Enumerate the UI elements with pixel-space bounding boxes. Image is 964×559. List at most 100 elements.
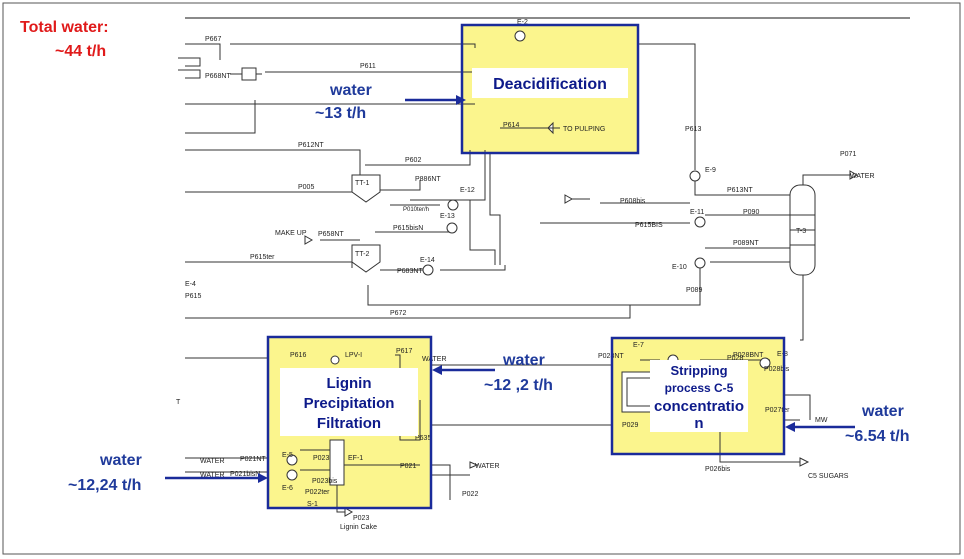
stream-p615: P615 [185, 293, 201, 300]
stream-p886nt: P886NT [415, 176, 441, 183]
total-water-label: Total water: [20, 19, 109, 36]
deacidification-label-bg [472, 68, 628, 98]
lignin-label-line3: Filtration [317, 415, 381, 432]
lignin-box [266, 335, 433, 510]
stream-labels: P667 P611 P668NT P612NT P602 P005 P886NT… [185, 36, 856, 522]
lignin-label-line1: Lignin [327, 375, 372, 392]
equipment-e4: E-4 [185, 281, 196, 288]
stream-p616: P616 [290, 352, 306, 359]
equipment-e10: E-10 [672, 264, 687, 271]
water-lignin-left-value: ~12,24 t/h [68, 477, 141, 494]
equipment-labels: E-2 E-9 E-12 E-13 E-14 E-11 E-10 E-4 E-5… [185, 19, 806, 508]
outlet-t: T [176, 399, 181, 406]
stream-p615bis: P615bisN [393, 225, 423, 232]
stripping-label-line3: concentratio [654, 398, 744, 415]
lignin-label-line2: Precipitation [304, 395, 395, 412]
equipment-t3: T-3 [796, 228, 806, 235]
stream-p612nt: P612NT [298, 142, 324, 149]
water-stripping-value: ~6.54 t/h [845, 428, 909, 445]
stream-p683nt: P683NT [397, 268, 423, 275]
outlet-water-left2: WATER [200, 472, 225, 479]
stream-p667: P667 [205, 36, 221, 43]
outlet-make-up: MAKE UP [275, 230, 307, 237]
stream-p611: P611 [360, 63, 376, 70]
stripping-label-line4: n [694, 415, 703, 432]
water-stripping-arrowhead [785, 422, 795, 432]
deacidification-label: Deacidification [493, 76, 607, 93]
outlet-to-pulping: TO PULPING [563, 126, 605, 133]
stream-p635: P635 [415, 435, 431, 442]
stream-p613: P613 [685, 126, 701, 133]
water-stripping-label: water [861, 403, 904, 420]
stream-p010: P010ter/h [403, 207, 429, 213]
stripping-label-bg [650, 360, 748, 432]
stream-p668nt: P668NT [205, 73, 231, 80]
deacidification-box [460, 23, 640, 155]
equipment-e12: E-12 [460, 187, 475, 194]
stream-p089: P089 [686, 287, 702, 294]
stream-p672: P672 [390, 310, 406, 317]
piping-network [178, 30, 859, 517]
equipment-e11: E-11 [690, 209, 704, 216]
stream-p021bis: P021bisN [230, 471, 260, 478]
outlet-water-top: WATER [850, 173, 875, 180]
stream-p023bis: P023bis [312, 478, 338, 485]
stream-p029: P029 [622, 422, 638, 429]
outlet-water-out: WATER [475, 463, 500, 470]
stream-p028: P028 [727, 355, 743, 362]
outlet-water-left1: WATER [200, 458, 225, 465]
water-deacid-label: water [329, 82, 372, 99]
water-lignin-right-arrowhead [432, 365, 442, 375]
equipment-e2: E-2 [517, 19, 528, 26]
equipment-tt1: TT-1 [355, 180, 369, 187]
total-water-value: ~44 t/h [55, 43, 106, 60]
stream-p022: P022 [462, 491, 478, 498]
stripping-label-line2: process C-5 [665, 381, 734, 395]
stream-p615ter: P615ter [250, 254, 275, 261]
equipment-e13: E-13 [440, 213, 455, 220]
stream-p613nt: P613NT [727, 187, 753, 194]
stream-p027ter: P027ter [765, 407, 790, 414]
equipment-e6: E-6 [282, 485, 293, 492]
stream-p028bis: P028bis [764, 366, 790, 373]
stream-p071: P071 [840, 151, 856, 158]
water-lignin-right-label: water [502, 352, 545, 369]
water-lignin-left-label: water [99, 452, 142, 469]
outlet-water-lignin: WATER [422, 356, 447, 363]
water-lignin-right-value: ~12 ,2 t/h [484, 377, 553, 394]
stream-p005: P005 [298, 184, 314, 191]
equipment-lpv: LPV-I [345, 352, 362, 359]
outlet-mw: MW [815, 417, 828, 424]
stream-p028bnt: P028BNT [733, 352, 764, 359]
stripping-box [610, 336, 786, 456]
equipment-e14: E-14 [420, 257, 435, 264]
stream-p090: P090 [743, 209, 759, 216]
stream-p026bis: P026bis [705, 466, 731, 473]
stream-p089nt: P089NT [733, 240, 759, 247]
equipment-s1: S-1 [307, 501, 318, 508]
stream-p022ter: P022ter [305, 489, 330, 496]
equipment-e9: E-9 [705, 167, 716, 174]
stripping-label-line1: Stripping [670, 363, 727, 378]
outlet-lignin-cake: Lignin Cake [340, 524, 377, 531]
water-deacid-value: ~13 t/h [315, 105, 366, 122]
equipment-e5: E-5 [282, 452, 293, 459]
equipment-e7: E-7 [633, 342, 644, 349]
stream-p614: P614 [503, 122, 519, 129]
equipment-tt2: TT-2 [355, 251, 369, 258]
stream-p608bis: P608bis [620, 198, 646, 205]
stream-p658nt: P658NT [318, 231, 344, 238]
stream-p023: P023 [313, 455, 329, 462]
outlet-labels: WATER TO PULPING MAKE UP WATER WATER WAT… [176, 126, 875, 531]
stream-p021: P021 [400, 463, 416, 470]
water-deacid-arrowhead [456, 95, 466, 105]
lignin-label-bg [280, 368, 418, 436]
equipment-ef1: EF-1 [348, 455, 363, 462]
stream-p615bis2: P615BIS [635, 222, 663, 229]
stream-p021nt: P021NT [240, 456, 266, 463]
stream-p023b: P023 [353, 515, 369, 522]
stream-p602: P602 [405, 157, 421, 164]
equipment-e8: E-8 [777, 351, 788, 358]
outlet-c5-sugars: C5 SUGARS [808, 473, 849, 480]
